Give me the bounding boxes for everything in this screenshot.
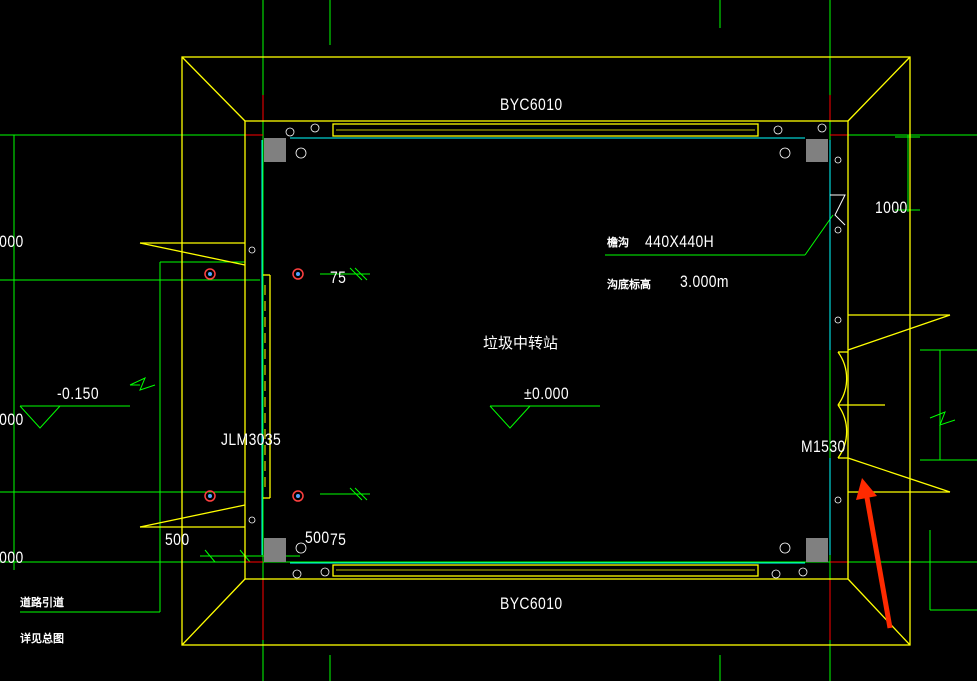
dim-1000: 1000: [875, 198, 908, 217]
room-name: 垃圾中转站: [483, 335, 559, 352]
rolling-door-label: JLM3035: [221, 430, 282, 449]
red-axis: [245, 95, 848, 640]
outdoor-level: -0.150: [57, 384, 99, 403]
window-hatch: [336, 129, 755, 571]
walls: [139, 56, 951, 646]
road-note-2: 详见总图: [20, 633, 64, 645]
gutter-notch: [830, 194, 846, 226]
inner-cyan: [261, 137, 831, 564]
gutter-base-label: 沟底标高: [607, 279, 651, 291]
gutter-label: 檐沟: [607, 237, 629, 249]
columns: [264, 138, 828, 562]
dim-75-top: 75: [330, 268, 347, 287]
road-note-1: 道路引道: [20, 597, 64, 609]
side-dim-mid: 3000: [0, 410, 24, 429]
window-label-bottom: BYC6010: [500, 594, 563, 613]
door-label: M1530: [801, 437, 846, 456]
gutter-base-value: 3.000m: [680, 272, 729, 291]
dim-500-left: 500: [165, 530, 190, 549]
dim-500-right: 500: [305, 528, 330, 547]
side-dim-top: 2000: [0, 232, 24, 251]
gutter-size: 440X440H: [645, 232, 715, 251]
side-dim-bottom: 1000: [0, 548, 24, 567]
annotation-arrow: [856, 478, 893, 629]
floor-level: ±0.000: [524, 384, 569, 403]
wall-infill: [248, 123, 842, 579]
anchor-markers: [204, 268, 304, 502]
dim-75-bottom: 75: [330, 530, 347, 549]
window-label-top: BYC6010: [500, 95, 563, 114]
